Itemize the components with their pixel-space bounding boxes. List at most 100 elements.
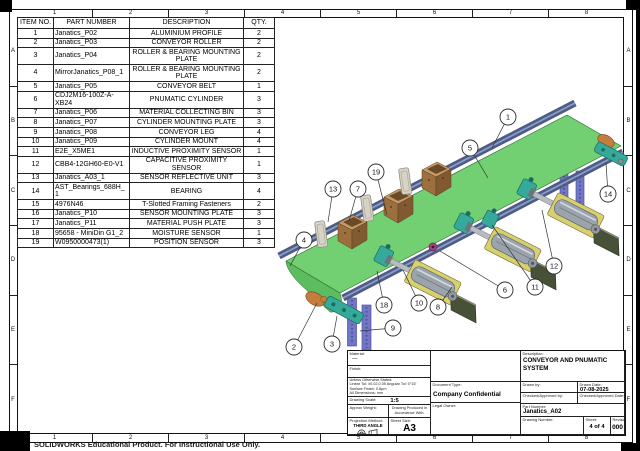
pneumatic-cylinders (373, 177, 620, 324)
balloon-1: 1 (491, 108, 517, 149)
svg-text:8: 8 (436, 303, 440, 312)
bom-item: 18 (17, 228, 54, 239)
balloon-9: 9 (359, 319, 402, 337)
trim-mark-bottom-right (621, 443, 640, 451)
zone-col-6: 6 (397, 9, 473, 17)
balloon-6: 6 (439, 250, 514, 299)
bom-part: CDJ2M16-100Z-A-XB24 (53, 90, 130, 109)
bom-qty: 3 (243, 90, 275, 109)
svg-text:3: 3 (330, 340, 334, 349)
bom-qty: 4 (243, 182, 275, 201)
sheet-size-value: A3 (403, 423, 416, 435)
svg-text:11: 11 (531, 283, 539, 292)
conveyor-belt-surface (285, 114, 622, 294)
bom-desc: CYLINDER MOUNTING PLATE (129, 117, 244, 128)
bom-desc: CYLINDER MOUNT (129, 136, 244, 148)
bom-header-row: ITEM NO. PART NUMBER DESCRIPTION QTY. (17, 17, 275, 29)
bom-part: Janatics_P05 (53, 81, 130, 92)
bom-part: W0950000473(1) (53, 237, 130, 249)
zone-col-2: 2 (93, 9, 169, 17)
bom-qty: 3 (243, 237, 275, 249)
trim-mark-right-edge (636, 0, 640, 451)
bom-part: Janatics_P02 (53, 28, 130, 39)
part-number-cell: Part Number: Janatics_A02 (521, 404, 625, 417)
bom-desc: MOISTURE SENSOR (129, 228, 244, 239)
projection-value: THIRD ANGLE (353, 423, 383, 429)
zone-col-4: 4 (245, 434, 321, 443)
bom-desc: CAPACITIVE PROXIMITY SENSOR (129, 155, 244, 174)
svg-text:18: 18 (380, 301, 388, 310)
bom-header-desc: DESCRIPTION (129, 17, 244, 29)
drawn-by-cell: Drawn by: (521, 382, 578, 393)
document-type-value: Company Confidential (433, 391, 501, 399)
balloon-10: 10 (402, 269, 428, 312)
svg-text:19: 19 (372, 168, 380, 177)
bom-desc: MATERIAL PUSH PLATE (129, 218, 244, 230)
pneumatic-cylinder (516, 177, 620, 257)
zone-col-1: 1 (17, 434, 93, 443)
bom-desc: T-Slotted Framing Fasteners (129, 199, 244, 210)
bom-item: 3 (17, 47, 54, 66)
trim-mark-bottom-left (0, 431, 30, 451)
balloon-18: 18 (375, 270, 393, 314)
material-collecting-bin (337, 214, 368, 250)
bom-item: 1 (17, 28, 54, 39)
bom-qty: 1 (243, 146, 275, 157)
bom-item: 17 (17, 218, 54, 230)
checked-date-cell: Checked/Approved Date: (578, 393, 625, 404)
svg-text:6: 6 (503, 286, 507, 295)
conveyor-legs-left (347, 297, 372, 351)
bom-desc: PNUMATIC CYLINDER (129, 90, 244, 109)
sensor-reflective-unit (360, 194, 375, 222)
zone-col-8: 8 (584, 10, 589, 16)
svg-text:9: 9 (391, 324, 395, 333)
bom-part: Janatics_P09 (53, 136, 130, 148)
bom-qty: 2 (243, 64, 275, 83)
finish-cell: Finish: (348, 366, 431, 378)
checked-by-cell: Checked/Approved by: (521, 393, 578, 404)
bom-qty: 2 (243, 28, 275, 39)
bom-qty: 1 (243, 155, 275, 174)
bom-desc: ROLLER & BEARING MOUNTING PLATE (129, 64, 244, 83)
zone-row-D: D (624, 226, 633, 296)
bom-item: 16 (17, 208, 54, 220)
zone-row-E: E (624, 296, 633, 366)
bom-item: 19 (17, 237, 54, 249)
inductive-sensor-bracket (481, 208, 500, 229)
bom-part: Janatics_P04 (53, 47, 130, 66)
tolerances-cell: Unless Otherwise Stated: Linear Tol: ±0.… (348, 378, 431, 397)
bom-qty: 3 (243, 208, 275, 220)
roller-bearing-plate-right (594, 141, 628, 167)
bom-qty: 4 (243, 136, 275, 148)
balloon-19: 19 (367, 163, 388, 216)
zone-col-3: 3 (169, 9, 245, 17)
balloon-13: 13 (324, 180, 342, 223)
zone-row-A: A (9, 17, 17, 87)
bom-item: 8 (17, 117, 54, 128)
title-block: Material: — Finish: Unless Otherwise Sta… (347, 350, 626, 436)
bom-part: 95658 - MiniDin G1_2 (53, 228, 130, 239)
balloon-11: 11 (491, 224, 544, 296)
bom-part: E2E_X5ME1 (53, 146, 130, 157)
bom-qty: 3 (243, 117, 275, 128)
zone-row-C: C (624, 156, 633, 227)
svg-text:14: 14 (604, 190, 612, 199)
scale-value: 1:5 (390, 397, 399, 404)
svg-text:10: 10 (415, 299, 423, 308)
bom-qty: 4 (243, 127, 275, 138)
balloon-3: 3 (323, 315, 341, 353)
sensor-reflective-unit (398, 167, 413, 195)
zone-row-B: B (624, 87, 633, 157)
zone-col-1: 1 (17, 9, 93, 17)
